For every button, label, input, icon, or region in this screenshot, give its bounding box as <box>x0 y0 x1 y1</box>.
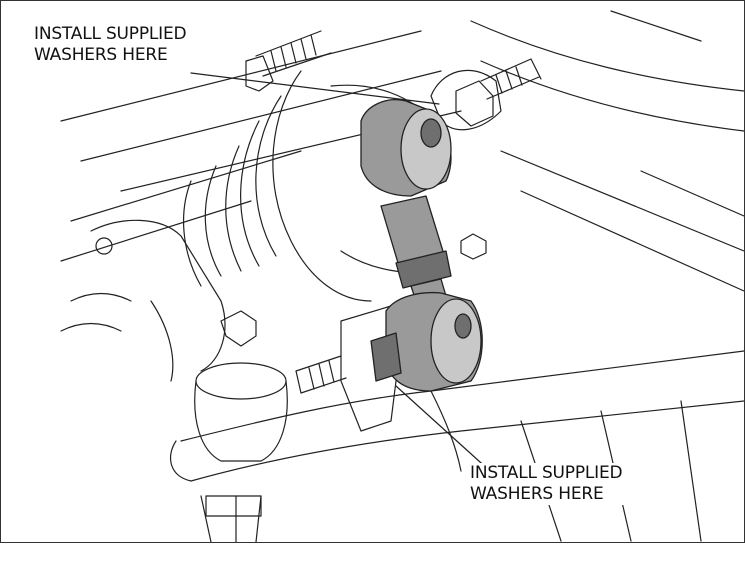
callout-bottom-line1: INSTALL SUPPLIED <box>470 463 623 483</box>
callout-top-line1: INSTALL SUPPLIED <box>34 24 187 44</box>
suspension-diagram <box>60 10 744 542</box>
washer-callout-bottom: INSTALL SUPPLIED WASHERS HERE <box>468 463 625 505</box>
callout-bottom-line2: WASHERS HERE <box>470 484 604 504</box>
washer-callout-top: INSTALL SUPPLIED WASHERS HERE <box>32 24 189 66</box>
illustration-frame: INSTALL SUPPLIED WASHERS HERE INSTALL SU… <box>0 0 745 543</box>
callout-top-line2: WASHERS HERE <box>34 45 168 65</box>
